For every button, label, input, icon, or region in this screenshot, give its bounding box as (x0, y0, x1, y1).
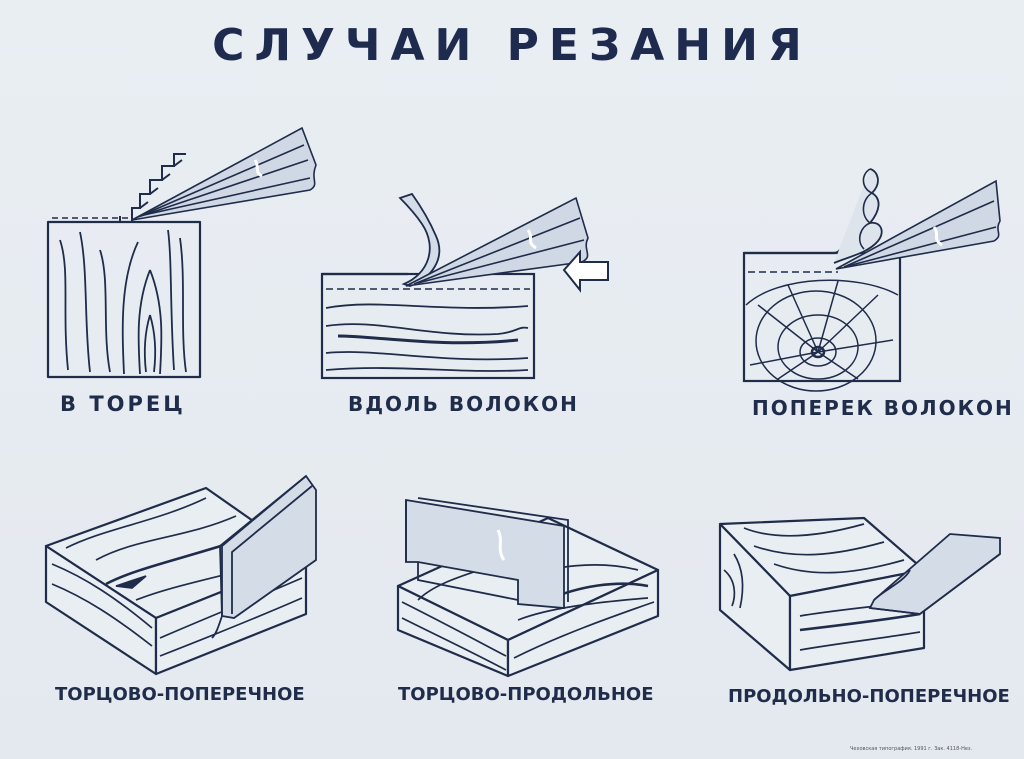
figure-across-grain-cutting (742, 168, 1001, 392)
printer-imprint: Чеховская типография. 1991 г. Зак. 4118-… (850, 746, 973, 752)
caption-across-grain: ПОПЕРЕК ВОЛОКОН (752, 396, 1014, 420)
caption-longitudinal-transverse: ПРОДОЛЬНО-ПОПЕРЕЧНОЕ (728, 686, 1010, 707)
figure-along-grain-cutting (320, 192, 609, 380)
figure-end-grain-cutting (46, 126, 317, 379)
caption-along-grain: ВДОЛЬ ВОЛОКОН (348, 392, 579, 416)
figure-end-transverse-cutting (44, 474, 317, 676)
figure-end-longitudinal-cutting (396, 497, 660, 678)
caption-end-grain: В ТОРЕЦ (60, 392, 186, 416)
poster-title: СЛУЧАИ РЕЗАНИЯ (212, 20, 812, 71)
caption-end-longitudinal: ТОРЦОВО-ПРОДОЛЬНОЕ (398, 684, 654, 705)
caption-end-transverse: ТОРЦОВО-ПОПЕРЕЧНОЕ (55, 684, 305, 705)
figure-longitudinal-transverse-cutting (718, 516, 1001, 672)
